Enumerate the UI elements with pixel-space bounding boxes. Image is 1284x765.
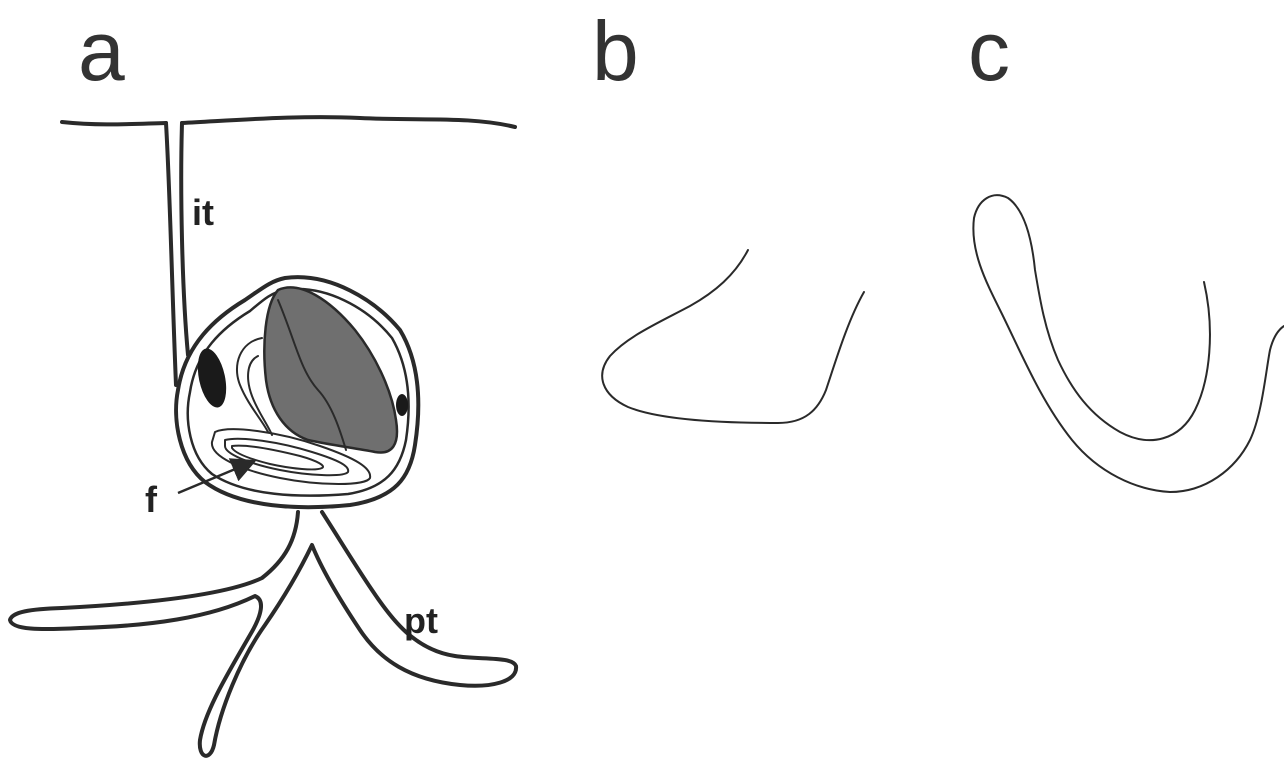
left-dark-blob (193, 346, 231, 410)
right-dark-blob (396, 394, 408, 416)
panel-c-drawing (973, 195, 1284, 492)
label-pt: pt (404, 600, 438, 641)
panel-b-outline (602, 250, 864, 423)
panel-b-drawing (602, 250, 864, 423)
peripheral-thread-branches (10, 512, 516, 756)
label-f: f (145, 479, 158, 520)
panel-b-label: b (592, 4, 639, 98)
embryo-shading (264, 287, 397, 452)
panel-a-label: a (78, 4, 125, 98)
panel-a-drawing: it f pt (10, 117, 516, 756)
surface-line (62, 117, 515, 127)
infection-thread (166, 123, 188, 385)
label-it: it (192, 192, 214, 233)
panel-c-label: c (968, 4, 1010, 98)
panel-c-outline (973, 195, 1284, 492)
